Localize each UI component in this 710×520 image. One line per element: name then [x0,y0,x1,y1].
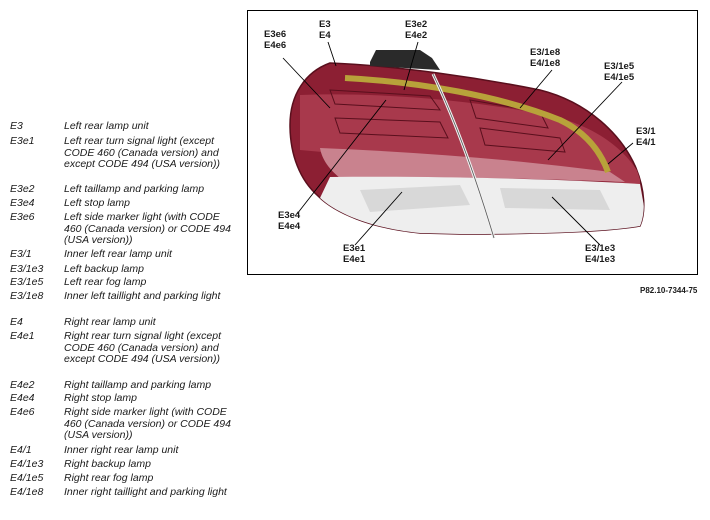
legend-description: Right rear fog lamp [64,472,154,484]
legend-code: E4/1e3 [10,458,44,470]
callout-label: E4/1e8 [530,57,561,69]
callout-label: E3e1 [343,243,366,254]
callout-label: E3 [319,19,331,30]
legend-description: Left rear fog lamp [64,276,147,288]
callout-label: E3/1e8 [530,47,561,58]
legend-code: E3e4 [10,197,35,209]
legend-code: E4/1 [10,444,32,456]
legend-code: E4e4 [10,392,35,404]
legend-code: E3e6 [10,211,35,223]
callout-label: E3e6 [264,29,287,40]
callout-label: E4 [319,29,331,41]
legend-description: Left taillamp and parking lamp [64,183,205,195]
reflector-pattern [360,185,610,212]
legend-description: Inner right rear lamp unit [64,444,179,456]
legend-code: E3e1 [10,135,35,147]
callout-label: E4/1 [636,136,656,148]
legend-description: Left stop lamp [64,197,130,209]
amber-light-strip [344,75,611,174]
legend-description: Right rear lamp unit [64,316,156,328]
legend-code: E4/1e8 [10,486,44,498]
legend-code: E4e2 [10,379,35,391]
legend-code: E3/1e5 [10,276,44,288]
callout-label: E4/1e3 [585,253,616,265]
legend-code: E3/1e3 [10,263,44,275]
legend-description: Inner left taillight and parking light [64,290,221,302]
legend-description: Inner right taillight and parking light [64,486,227,498]
legend-code: E4/1e5 [10,472,44,484]
legend-description: Inner left rear lamp unit [64,248,172,260]
legend-description: Left rear lamp unit [64,120,149,132]
figure-reference: P82.10-7344-75 [640,286,698,295]
legend-code: E3e2 [10,183,35,195]
callout-label: E4e4 [278,220,301,232]
legend-description: Right stop lamp [64,392,137,404]
callout-label: E3e4 [278,210,301,221]
stop-lamp-area [320,148,625,182]
callout-label: E4e6 [264,39,287,51]
legend-description: Right backup lamp [64,458,151,470]
callout-leader-lines [282,41,634,246]
legend-code: E3/1 [10,248,32,260]
callout-label: E3/1e5 [604,61,635,72]
legend-code: E4e1 [10,330,35,342]
callout-label: E4/1e5 [604,71,635,83]
legend-description: Right rear turn signal light (except COD… [64,330,221,366]
legend-list: E3 Left rear lamp unit E3e1 Left rear turn… [0,0,240,520]
legend-description: Left side marker light (with CODE 460 (C… [64,211,231,247]
mounting-tab [370,50,440,70]
callout-label: E4e1 [343,253,366,265]
legend-code: E3 [10,120,23,132]
callout-label: E3/1e3 [585,243,616,254]
legend-description: Left backup lamp [64,263,144,275]
callout-label: E3/1 [636,126,656,137]
callout-label: E4e2 [405,29,428,41]
legend-description: Right side marker light (with CODE 460 (… [64,406,231,442]
legend-code: E4e6 [10,406,35,418]
legend-description: Left rear turn signal light (except CODE… [64,135,220,171]
callout-label: E3e2 [405,19,428,30]
legend-code: E3/1e8 [10,290,44,302]
legend-description: Right taillamp and parking lamp [64,379,212,391]
legend-code: E4 [10,316,23,328]
